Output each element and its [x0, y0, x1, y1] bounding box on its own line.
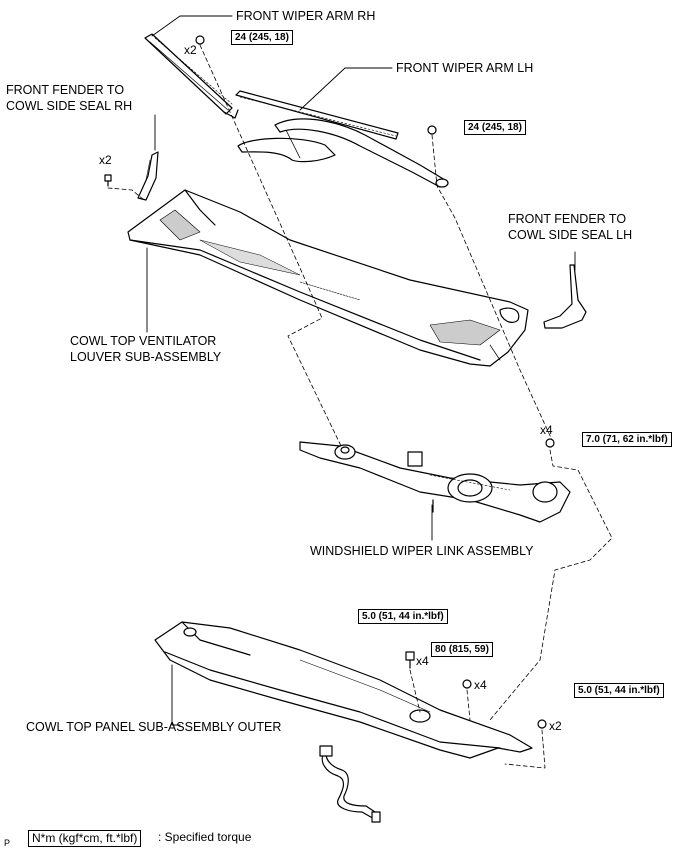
- qty-panel-nut: x4: [474, 678, 487, 692]
- alignment-lines: [107, 44, 613, 769]
- label-louver-line2: LOUVER SUB-ASSEMBLY: [70, 350, 222, 364]
- seal-rh-part: [137, 151, 159, 201]
- label-seal-rh-line1: FRONT FENDER TO: [6, 83, 125, 97]
- label-louver-line1: COWL TOP VENTILATOR: [70, 334, 217, 348]
- qty-link-bolt: x4: [540, 423, 553, 437]
- legend-torque-units: N*m (kgf*cm, ft.*lbf): [28, 830, 142, 847]
- wiper-link-part: [299, 441, 571, 523]
- label-seal-lh-line1: FRONT FENDER TO: [508, 212, 627, 226]
- torque-arm-rh-nut: 24 (245, 18): [231, 30, 293, 45]
- torque-panel-nut: 80 (815, 59): [431, 642, 493, 657]
- cowl-panel-part: [154, 621, 533, 759]
- fasteners: [195, 35, 555, 729]
- torque-link-bolt: 7.0 (71, 62 in.*lbf): [582, 432, 672, 447]
- seal-lh-part: [543, 264, 587, 329]
- label-cowl-panel: COWL TOP PANEL SUB-ASSEMBLY OUTER: [26, 720, 282, 734]
- torque-panel-bolt-b: 5.0 (51, 44 in.*lbf): [574, 683, 664, 698]
- qty-arm-rh-nut: x2: [184, 43, 197, 57]
- qty-seal-rh-clip: x2: [99, 153, 112, 167]
- label-wiper-link: WINDSHIELD WIPER LINK ASSEMBLY: [310, 544, 534, 558]
- wiper-arm-rh-part: [144, 33, 239, 119]
- wiper-arm-lh-part: [235, 90, 449, 188]
- figure-code: P: [4, 838, 11, 848]
- torque-panel-bolt-a: 5.0 (51, 44 in.*lbf): [358, 609, 448, 624]
- label-wiper-arm-rh: FRONT WIPER ARM RH: [236, 9, 376, 23]
- legend-specified-torque: : Specified torque: [158, 830, 252, 844]
- leader-lines: [146, 15, 576, 726]
- louver-part: [127, 189, 529, 367]
- harness-part: [319, 745, 381, 823]
- qty-panel-bolt-b: x2: [549, 719, 562, 733]
- torque-arm-lh-nut: 24 (245, 18): [464, 120, 526, 135]
- label-seal-rh-line2: COWL SIDE SEAL RH: [6, 99, 133, 113]
- qty-panel-bolt-a: x4: [416, 654, 429, 668]
- label-seal-lh-line2: COWL SIDE SEAL LH: [508, 228, 633, 242]
- label-wiper-arm-lh: FRONT WIPER ARM LH: [396, 61, 534, 75]
- clip-rh: [104, 174, 112, 187]
